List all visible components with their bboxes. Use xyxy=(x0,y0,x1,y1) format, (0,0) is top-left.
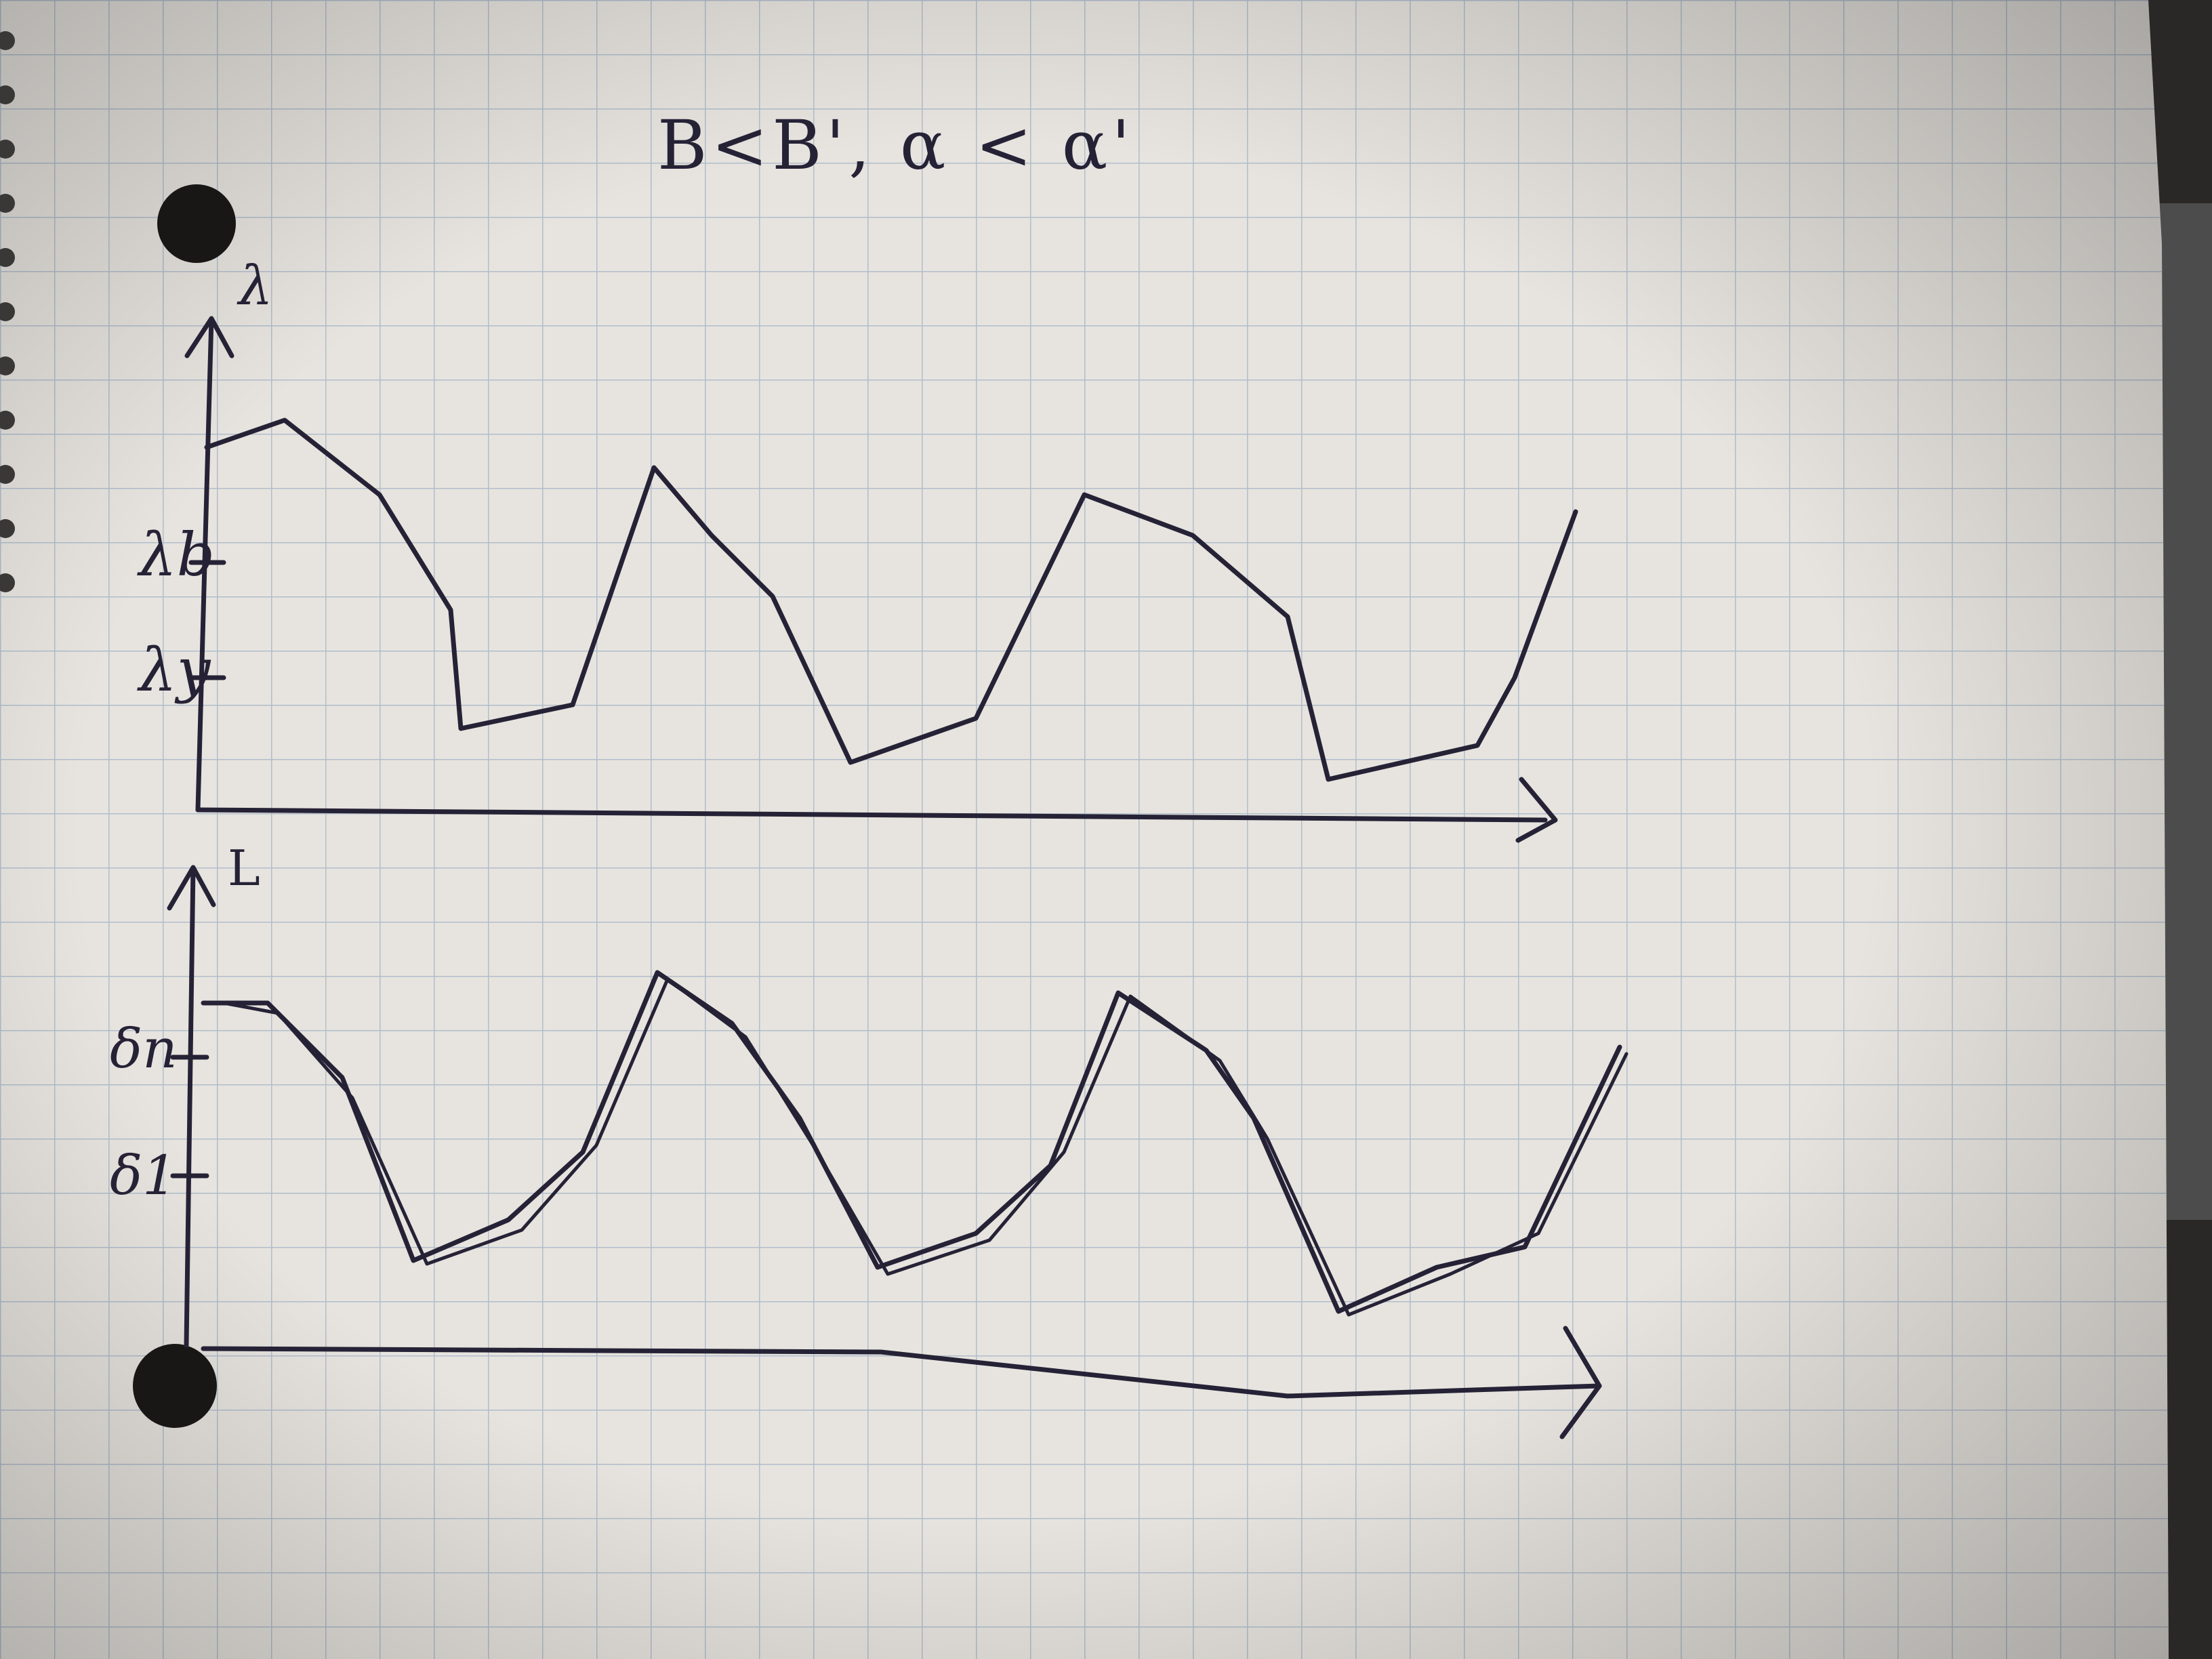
page-title: B<B', α < α' xyxy=(657,106,1134,185)
bottom-graph xyxy=(167,865,1629,1439)
top-curve xyxy=(204,417,1578,782)
bottom-tick-lower-label: δ1 xyxy=(110,1144,178,1207)
top-tick-lower-label: λy xyxy=(139,635,211,705)
bottom-y-axis xyxy=(184,865,196,1348)
punch-hole-top xyxy=(157,184,236,263)
bottom-x-arrow xyxy=(1559,1326,1602,1439)
bottom-curve-a xyxy=(201,970,1622,1314)
bottom-x-axis xyxy=(201,1346,1602,1399)
top-x-arrow xyxy=(1515,777,1558,843)
top-y-arrow xyxy=(184,316,234,359)
bottom-tick-upper-label: δn xyxy=(110,1017,178,1080)
top-tick-upper-label: λb xyxy=(139,520,216,590)
bottom-y-axis-label: L xyxy=(228,840,260,897)
punch-hole-bottom xyxy=(133,1344,217,1428)
bottom-curve-b xyxy=(222,977,1629,1317)
top-x-axis xyxy=(195,807,1548,823)
top-graph xyxy=(184,316,1578,843)
spiral-binding xyxy=(0,31,15,592)
bottom-y-arrow xyxy=(167,865,216,911)
top-y-axis-label: λ xyxy=(239,254,273,317)
